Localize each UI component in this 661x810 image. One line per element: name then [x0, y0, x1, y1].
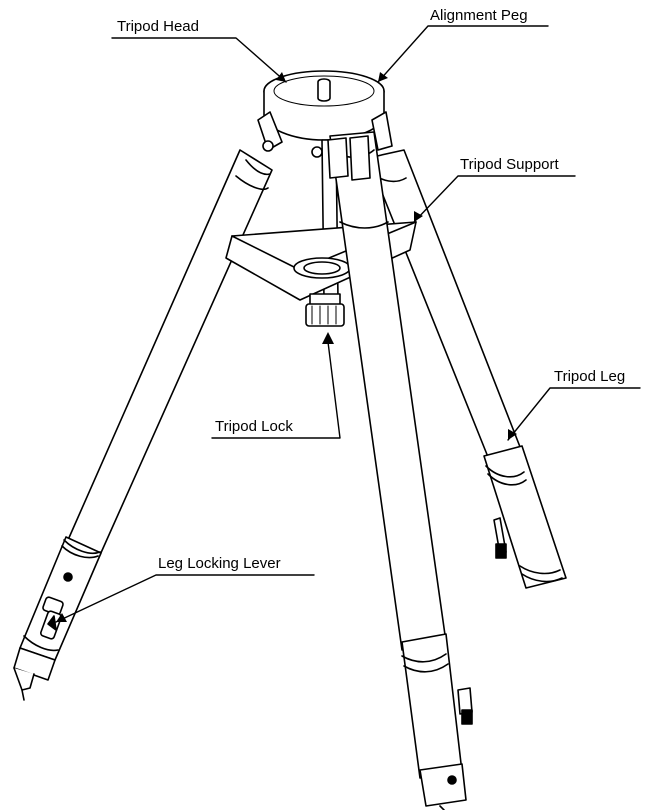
tripod-head-part [257, 70, 393, 158]
leader-tripod-support [413, 175, 576, 223]
label-alignment-peg: Alignment Peg [430, 7, 528, 24]
right-leg-lower-tube [483, 445, 567, 589]
leader-alignment-peg [377, 25, 549, 83]
leader-tripod-head [111, 37, 287, 83]
left-leg [13, 149, 273, 701]
left-leg-foot [13, 647, 56, 681]
leader-leg-locking-lever [55, 574, 315, 623]
label-leg-locking-lever: Leg Locking Lever [158, 555, 281, 572]
left-leg-lower-tube [19, 536, 102, 661]
leader-tripod-leg [507, 387, 641, 441]
label-tripod-support: Tripod Support [460, 156, 559, 173]
front-leg [327, 131, 473, 810]
callout-arrowheads [56, 72, 517, 622]
label-tripod-head: Tripod Head [117, 18, 199, 35]
label-tripod-leg: Tripod Leg [554, 368, 626, 385]
left-leg-upper-tube [67, 149, 273, 556]
leader-tripod-lock [211, 341, 341, 439]
alignment-peg-part [317, 78, 331, 102]
leg-locking-lever-part [40, 596, 64, 640]
front-leg-lower-tube [401, 633, 463, 779]
front-leg-foot [419, 763, 467, 807]
tripod-lock-part [305, 293, 345, 327]
label-tripod-lock: Tripod Lock [215, 418, 293, 435]
callout-leaders [55, 25, 641, 623]
